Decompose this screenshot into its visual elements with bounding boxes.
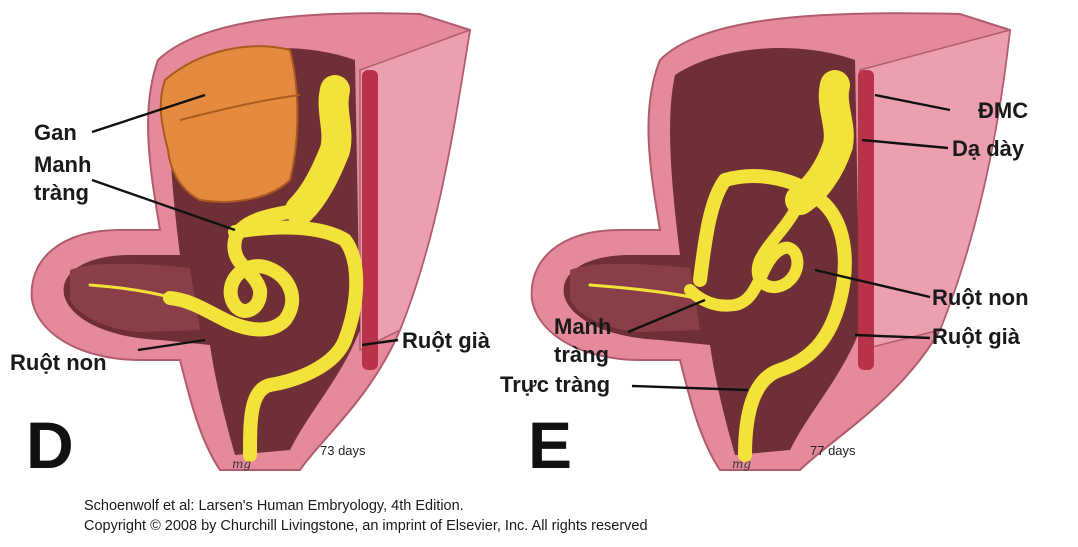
gut-d [88,75,364,462]
liver-fold-d [179,94,301,121]
vitelline-e [588,283,707,302]
artist-signature-e: mg [732,457,751,471]
panel-letter-d: D [26,408,74,482]
abdominal-cavity-e [563,48,860,455]
tube-inner-d [70,263,200,332]
label-manh-trang-d-line1: Manh [34,152,91,177]
panel-letter-e: E [528,408,572,482]
liver-d [159,45,299,203]
label-manh-trang-e-line1: Manh [554,314,611,339]
label-da-day-e: Dạ dày [952,136,1025,161]
panel-d [30,12,472,471]
leader-lines [91,93,951,392]
age-label-e: 77 days [810,443,856,458]
credit-line-2: Copyright © 2008 by Churchill Livingston… [84,518,648,534]
label-gan-d: Gan [34,120,77,145]
gut-e [588,70,854,462]
label-manh-trang-e-line2: tràng [554,342,609,367]
panel-e [530,12,1012,471]
small-intestine-e [684,194,806,312]
small-intestine-d [163,203,307,337]
body-wall-e-right [859,28,1011,351]
aorta-d [362,70,378,370]
label-ruot-non-e: Ruột non [932,285,1029,310]
body-wall-d-right [359,28,471,352]
large-intestine-d [228,220,364,462]
stomach-d [285,75,352,225]
artist-signature-d: mg [232,457,251,471]
label-manh-trang-d-line2: tràng [34,180,89,205]
credit-line-1: Schoenwolf et al: Larsen's Human Embryol… [84,498,464,514]
vitelline-d [88,283,212,312]
aorta-e [858,70,874,370]
age-label-d: 73 days [320,443,366,458]
label-ruot-non-d: Ruột non [10,350,107,375]
label-ruot-gia-e: Ruột già [932,324,1021,349]
label-ruot-gia-d: Ruột già [402,328,491,353]
label-dmc-e: ĐMC [978,98,1028,123]
large-intestine-e [693,169,852,462]
label-truc-trang-e: Trực tràng [500,372,610,397]
